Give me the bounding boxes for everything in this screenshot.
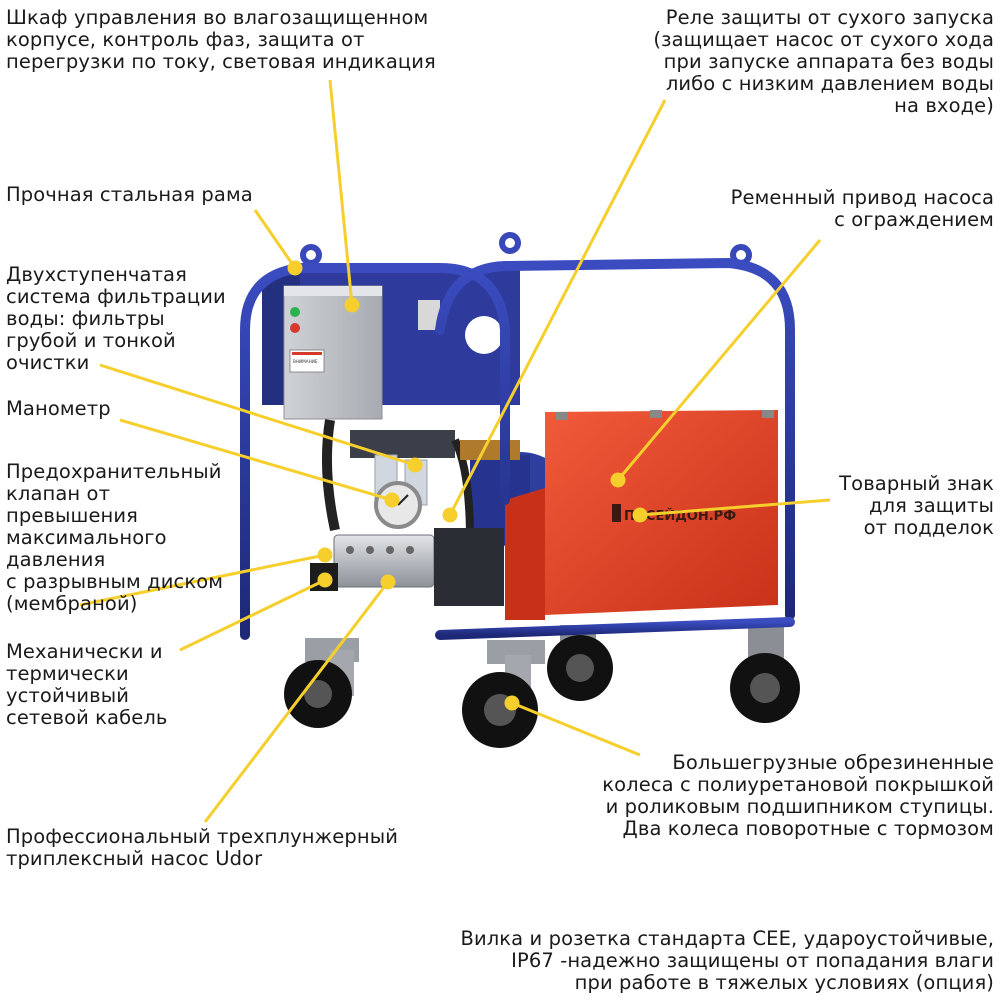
callout-control-cabinet: Шкаф управления во влагозащищенном корпу…: [6, 6, 436, 73]
control-cabinet: ВНИМАНИЕ: [283, 285, 383, 420]
callout-filtration: Двухступенчатая система фильтрации воды:…: [6, 263, 226, 374]
leader-lines: [79, 79, 831, 823]
callout-safety-valve: Предохранительный клапан от превышения м…: [6, 460, 224, 615]
callout-manometer: Манометр: [6, 397, 111, 420]
brand-text: ПОСЕЙДОН.РФ: [624, 508, 736, 524]
brand-logo: ПОСЕЙДОН.РФ: [612, 504, 736, 524]
triplex-pump: [310, 528, 504, 606]
front-right-wheel: [462, 640, 545, 748]
rear-right-wheel: [730, 625, 800, 723]
callout-wheels: Большегрузные обрезиненные колеса с поли…: [602, 751, 994, 840]
callout-pump: Профессиональный трехплунжерный триплекс…: [6, 825, 398, 870]
callout-belt-drive: Ременный привод насоса с ограждением: [730, 186, 994, 231]
tubular-frame: [240, 258, 795, 640]
callout-steel-frame: Прочная стальная рама: [6, 183, 253, 206]
callout-plug-socket: Вилка и розетка стандарта CEE, удароусто…: [460, 927, 994, 994]
rear-left-wheel: [547, 625, 613, 701]
callout-dry-run-relay: Реле защиты от сухого запуска (защищает …: [653, 6, 994, 117]
cabinet-sticker-text: ВНИМАНИЕ: [293, 359, 318, 364]
front-left-wheel: [284, 638, 359, 728]
manometer-gauge: [374, 481, 422, 529]
callout-power-cable: Механически и термически устойчивый сете…: [6, 640, 168, 729]
callout-trademark: Товарный знак для защиты от подделок: [839, 472, 994, 539]
